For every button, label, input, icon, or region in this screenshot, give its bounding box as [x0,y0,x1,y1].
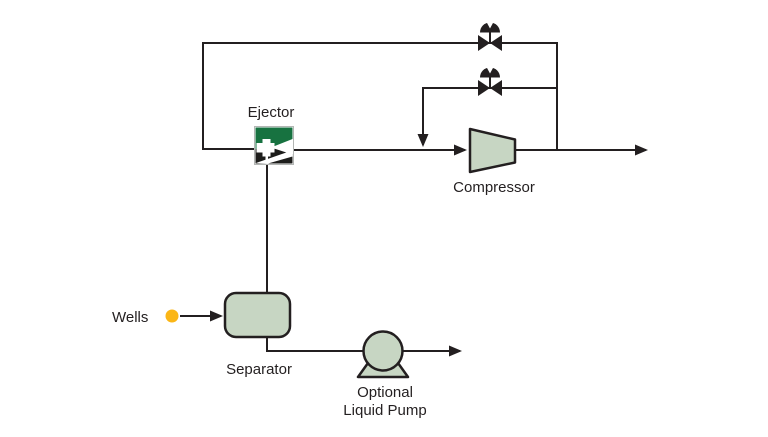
valve-actuator-notch [486,67,494,74]
compressor-icon [468,127,517,174]
valve-body-right [490,35,502,51]
pipe-lines [180,42,648,357]
wells-label: Wells [112,309,148,326]
valve-actuator-notch [486,22,494,29]
ejector-nozzle-stem [262,139,271,157]
actuated-valve-icon-top [478,22,502,51]
separator-label: Separator [226,361,292,378]
actuated-valve-icon-bypass [478,67,502,96]
valve-stem [489,32,491,44]
valve-body-right [490,80,502,96]
horizontal-vessel-icon [223,291,292,339]
ejector-label: Ejector [248,104,295,121]
ejector-diffuser-cone [271,139,293,155]
source-dot-icon [165,309,179,323]
ejector-icon [254,126,294,165]
centrifugal-pump-icon [356,330,410,379]
valve-stem [489,77,491,89]
compressor-label: Compressor [453,179,535,196]
separator-vessel [223,291,292,339]
recycle-pipe-main [202,42,558,150]
pump-label-line2: Liquid Pump [343,402,426,419]
compressor-body [468,127,517,174]
ejector-diagonal-highlight [256,150,293,164]
pump-casing [362,330,404,372]
pump-label-line1: Optional [357,384,413,401]
ejector-suction-stub [265,156,268,163]
valve-body-left [478,80,490,96]
recycle-pipe-bypass [417,87,557,147]
valve-body-left [478,35,490,51]
